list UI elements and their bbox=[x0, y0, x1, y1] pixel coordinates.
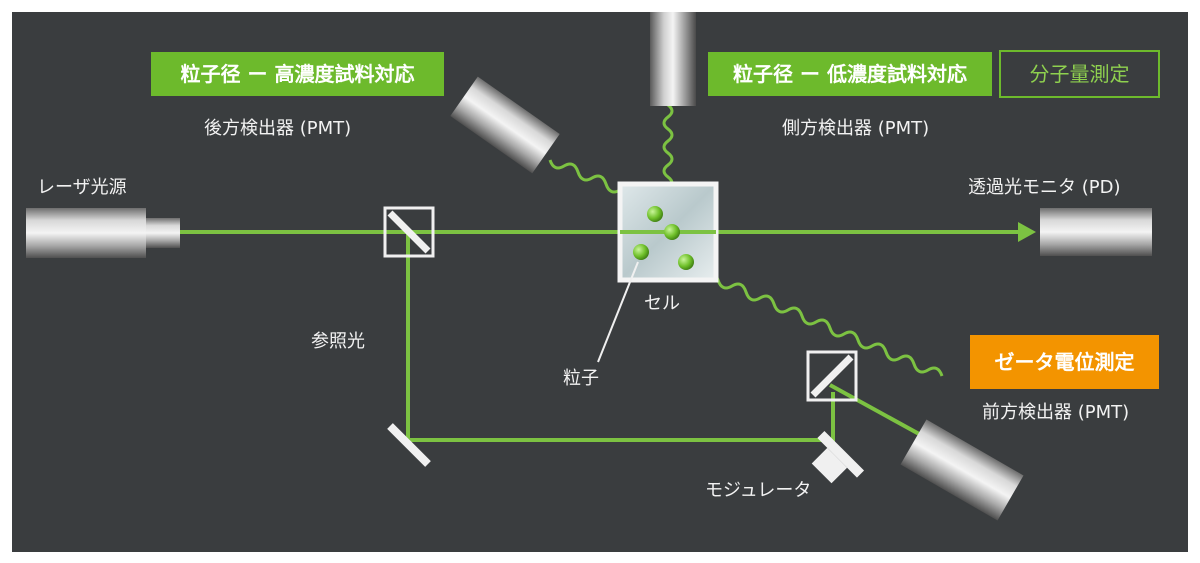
modulator bbox=[811, 430, 865, 484]
particle bbox=[664, 224, 680, 240]
reference-label: 参照光 bbox=[311, 331, 365, 352]
back-detector-label: 後方検出器 (PMT) bbox=[204, 118, 352, 139]
particle bbox=[633, 244, 649, 260]
laser-label: レーザ光源 bbox=[37, 177, 127, 198]
forward-scatter-wave bbox=[688, 267, 944, 377]
forward-detector bbox=[900, 419, 1024, 521]
modulator-label: モジュレータ bbox=[705, 480, 812, 501]
particle-pointer-line bbox=[597, 261, 639, 363]
back-detector bbox=[450, 76, 560, 174]
forward-beam bbox=[829, 383, 931, 442]
cell-label: セル bbox=[644, 293, 680, 314]
beam-splitter-right bbox=[806, 350, 858, 402]
transmitted-monitor-label: 透過光モニタ (PD) bbox=[968, 177, 1121, 198]
transmitted-monitor bbox=[1040, 208, 1152, 256]
badge-size-low: 粒子径 ー 低濃度試料対応 bbox=[708, 52, 992, 96]
particle-label: 粒子 bbox=[563, 368, 599, 389]
side-detector-label: 側方検出器 (PMT) bbox=[782, 118, 930, 139]
beam-arrowhead bbox=[1018, 222, 1036, 242]
side-scatter-wave bbox=[662, 103, 674, 191]
badge-molecular: 分子量測定 bbox=[999, 50, 1160, 98]
badge-zeta: ゼータ電位測定 bbox=[970, 335, 1159, 389]
forward-detector-label: 前方検出器 (PMT) bbox=[982, 402, 1130, 423]
particle bbox=[647, 206, 663, 222]
mirror-bottom-left bbox=[387, 423, 431, 467]
beam-splitter-left bbox=[383, 206, 435, 258]
badge-size-high: 粒子径 ー 高濃度試料対応 bbox=[151, 52, 444, 96]
reference-beam bbox=[406, 232, 835, 442]
laser-source bbox=[26, 208, 180, 258]
side-detector bbox=[650, 12, 696, 106]
particle bbox=[678, 254, 694, 270]
